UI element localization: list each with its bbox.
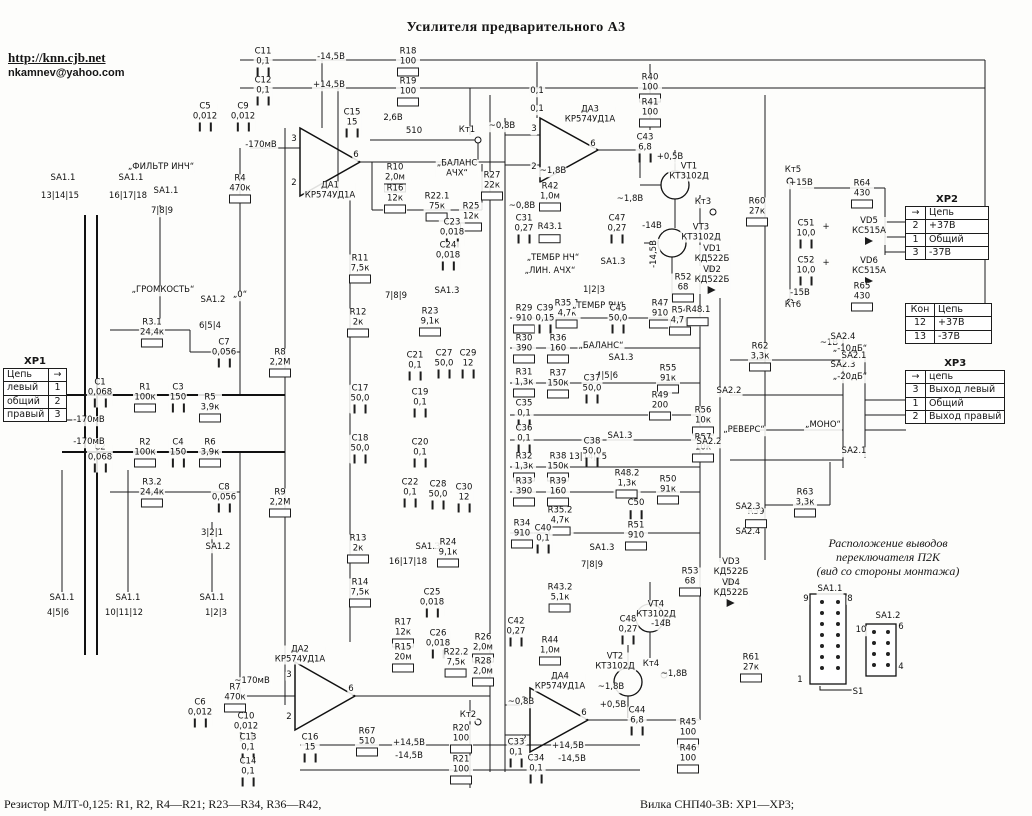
table-row: 13-37В [905,329,992,345]
transistor-symbols [613,170,690,697]
table-row: Цепь→ [3,367,67,383]
table-row: 12+37В [905,316,992,331]
p2k-note-line3: (вид со стороны монтажа) [816,564,960,579]
site-url: http://knn.cjb.net [8,50,106,65]
table-row: 3-37В [905,246,989,261]
opamp-symbols [294,116,600,754]
footer-note-resistors: Резистор МЛТ-0,125: R1, R2, R4—R21; R23—… [4,797,322,811]
table-row: →Цепь [905,205,989,221]
footer-note-plug: Вилка СНП40-3В: ХР1—ХР3; [640,797,795,811]
testpoint-symbols [474,136,794,726]
p2k-note: Расположение выводов переключателя П2К (… [783,536,993,578]
connector-caption: ХР2 [936,194,958,205]
connector-caption: ХР3 [944,358,967,369]
p2k-note-line2: переключателя П2К [836,550,940,565]
table-row: →цепь [905,369,1006,385]
table-row: 2+37В [905,219,989,234]
page-title: Усилителя предварительного А3 [406,20,626,35]
connector-caption: ХР1 [24,356,46,367]
site-email: nkamnev@yahoo.com [8,67,125,79]
p2k-switch-diagram [809,593,897,691]
p2k-note-line1: Расположение выводов [828,536,948,550]
